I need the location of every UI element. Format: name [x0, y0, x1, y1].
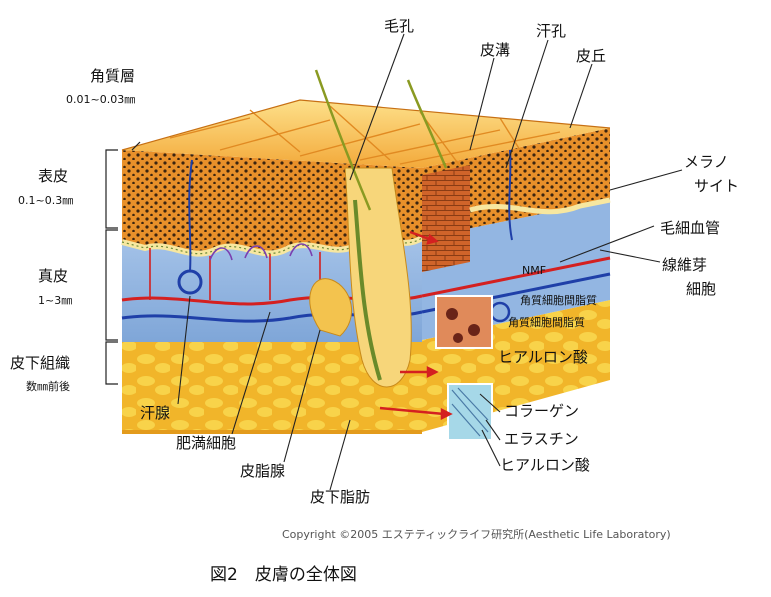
sebaceous-gland	[309, 278, 352, 337]
label-shinpi: 真皮	[38, 267, 68, 285]
stratum-corneum-brick	[422, 165, 470, 272]
label-elastin: エラスチン	[504, 430, 579, 448]
label-kanko: 汗孔	[536, 22, 566, 40]
label-kakushitsu: 角質層	[90, 67, 135, 85]
label-hyohi-thickness: 0.1~0.3㎜	[18, 194, 73, 207]
label-melanocyte-2: サイト	[694, 177, 739, 195]
hair-shaft	[314, 69, 372, 211]
label-melanocyte-1: メラノ	[684, 153, 729, 171]
label-collagen: コラーゲン	[504, 402, 579, 420]
label-mast-cell: 肥満細胞	[176, 434, 236, 452]
inset-cells	[435, 295, 493, 349]
label-hika-thickness: 数㎜前後	[26, 379, 70, 393]
label-mokou: 毛孔	[384, 17, 414, 35]
label-intercellular-lipid-2: 角質細胞間脂質	[508, 315, 585, 329]
label-hyohi: 表皮	[38, 167, 68, 185]
zoom-arrows	[379, 230, 453, 421]
label-capillary: 毛細血管	[660, 219, 720, 237]
label-hika: 皮下組織	[10, 354, 70, 372]
label-fibroblast-2: 細胞	[686, 280, 716, 298]
label-hikou: 皮溝	[480, 41, 510, 59]
label-sweat-gland: 汗腺	[140, 404, 170, 422]
label-sebaceous-gland: 皮脂腺	[240, 462, 285, 480]
leader-lines	[177, 33, 683, 491]
label-shinpi-thickness: 1~3㎜	[38, 294, 72, 307]
label-fibroblast-1: 線維芽	[662, 256, 707, 274]
label-kakushitsu-thickness: 0.01~0.03㎜	[66, 93, 135, 106]
label-subcutaneous-fat: 皮下脂肪	[310, 488, 370, 506]
sweat-duct	[188, 159, 193, 272]
label-hikyu: 皮丘	[576, 47, 606, 65]
label-nmf: NMF	[522, 264, 546, 277]
copyright-text: Copyright ©2005 エステティックライフ研究所(Aesthetic …	[282, 527, 671, 541]
label-intercellular-lipid: 角質細胞間脂質	[520, 293, 597, 307]
left-brackets	[105, 141, 141, 385]
skin-surface	[121, 99, 611, 168]
hair-follicle	[309, 69, 513, 388]
figure-caption: 図2 皮膚の全体図	[210, 565, 357, 585]
label-hyaluronic-2: ヒアルロン酸	[500, 456, 590, 474]
label-hyaluronic-1: ヒアルロン酸	[498, 348, 588, 366]
inset-fibers	[447, 383, 493, 441]
